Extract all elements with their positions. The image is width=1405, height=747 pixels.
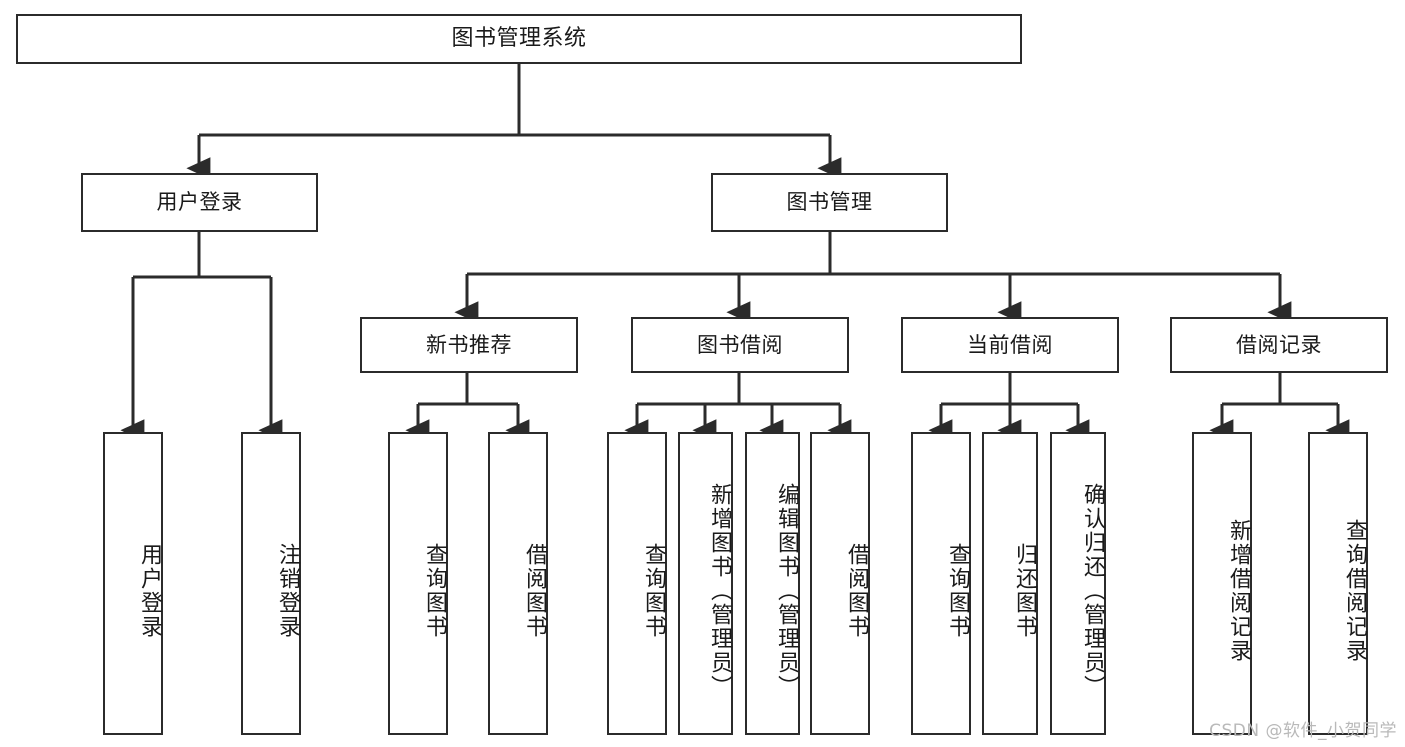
leaf-user-logout[interactable]: 注销登录 [241, 432, 301, 735]
node-label: 确认归还（管理员） [1080, 482, 1105, 699]
node-user-login[interactable]: 用户登录 [81, 173, 318, 232]
node-label: 借阅记录 [1236, 332, 1322, 357]
node-label: 查询图书 [641, 542, 666, 639]
leaf-user-login[interactable]: 用户登录 [103, 432, 163, 735]
node-current-borrow[interactable]: 当前借阅 [901, 317, 1119, 373]
leaf-add-book[interactable]: 新增图书（管理员） [678, 432, 733, 735]
node-borrow-record[interactable]: 借阅记录 [1170, 317, 1388, 373]
node-label: 查询图书 [422, 542, 447, 639]
node-label: 图书管理 [786, 190, 873, 215]
node-label: 用户登录 [156, 190, 243, 215]
node-label: 新增借阅记录 [1226, 518, 1251, 663]
node-label: 当前借阅 [967, 332, 1053, 357]
node-label: 借阅图书 [844, 542, 869, 639]
node-label: 查询图书 [945, 542, 970, 639]
leaf-query-book-recommend[interactable]: 查询图书 [388, 432, 448, 735]
leaf-add-borrow-record[interactable]: 新增借阅记录 [1192, 432, 1252, 735]
leaf-query-book-borrow[interactable]: 查询图书 [607, 432, 667, 735]
leaf-query-book-current[interactable]: 查询图书 [911, 432, 971, 735]
node-root-system[interactable]: 图书管理系统 [16, 14, 1022, 64]
leaf-borrow-book-recommend[interactable]: 借阅图书 [488, 432, 548, 735]
node-label: 注销登录 [275, 542, 300, 639]
node-label: 借阅图书 [522, 542, 547, 639]
node-label: 编辑图书（管理员） [774, 482, 799, 699]
node-label: 用户登录 [137, 542, 162, 639]
leaf-return-book[interactable]: 归还图书 [982, 432, 1038, 735]
node-book-manage[interactable]: 图书管理 [711, 173, 948, 232]
node-label: 新书推荐 [426, 332, 512, 357]
node-label: 图书借阅 [697, 332, 783, 357]
leaf-confirm-return[interactable]: 确认归还（管理员） [1050, 432, 1106, 735]
csdn-watermark: CSDN @软件_小贺同学 [1209, 721, 1397, 741]
leaf-edit-book[interactable]: 编辑图书（管理员） [745, 432, 800, 735]
node-label: 图书管理系统 [451, 26, 587, 52]
node-new-book-recommend[interactable]: 新书推荐 [360, 317, 578, 373]
node-book-borrow[interactable]: 图书借阅 [631, 317, 849, 373]
node-label: 查询借阅记录 [1342, 518, 1367, 663]
leaf-borrow-book-borrow[interactable]: 借阅图书 [810, 432, 870, 735]
leaf-query-borrow-record[interactable]: 查询借阅记录 [1308, 432, 1368, 735]
node-label: 归还图书 [1012, 542, 1037, 639]
node-label: 新增图书（管理员） [707, 482, 732, 699]
